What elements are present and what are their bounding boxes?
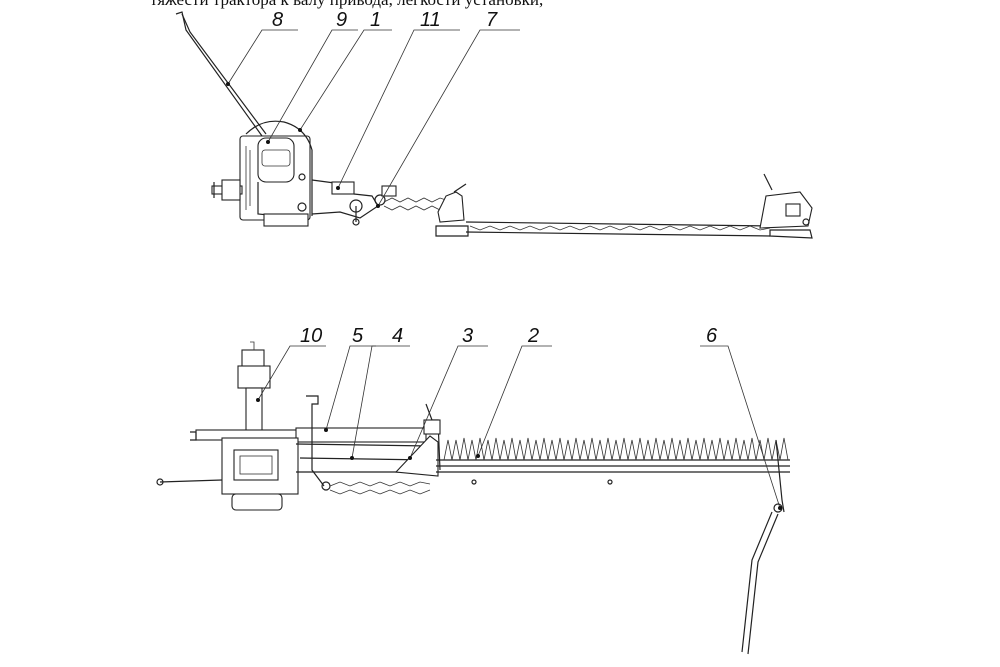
- callout-10: 10: [300, 325, 322, 347]
- cropped-text-line: тяжести трактора к валу привода, лёгкост…: [150, 0, 543, 10]
- callout-7: 7: [486, 9, 498, 31]
- callout-1: 1: [370, 9, 381, 31]
- chain: [381, 185, 447, 211]
- callout-9: 9: [336, 9, 347, 31]
- diagonal-brace: [394, 403, 441, 477]
- callout-11: 11: [420, 9, 441, 31]
- gearbox-plan: [156, 437, 299, 511]
- inner-shoe: [435, 183, 469, 237]
- outer-shoe: [759, 173, 813, 239]
- callout-8: 8: [272, 9, 283, 31]
- frame-beam: [295, 395, 431, 491]
- gearbox-housing: [239, 120, 313, 227]
- callout-3: 3: [462, 325, 473, 347]
- cutter-bar-plan: [436, 437, 790, 485]
- top-leaders: [226, 29, 520, 208]
- side-view: 8 9 1 11 7: [175, 9, 813, 239]
- callout-2: 2: [527, 325, 539, 347]
- callout-4: 4: [392, 325, 403, 347]
- bottom-leaders: [256, 345, 782, 510]
- pto-shaft: [211, 179, 243, 201]
- divider-rod: [741, 439, 785, 655]
- plan-view: 10 5 4 3 2 6: [156, 325, 790, 655]
- cutter-bar-profile: [465, 221, 771, 237]
- chain-plan: [329, 481, 431, 495]
- callout-5: 5: [352, 325, 364, 347]
- callout-6: 6: [706, 325, 718, 347]
- main-shaft: [190, 427, 427, 443]
- frame-arm: [311, 179, 386, 226]
- hitch-post: [237, 341, 271, 439]
- lever-rod: [175, 11, 267, 137]
